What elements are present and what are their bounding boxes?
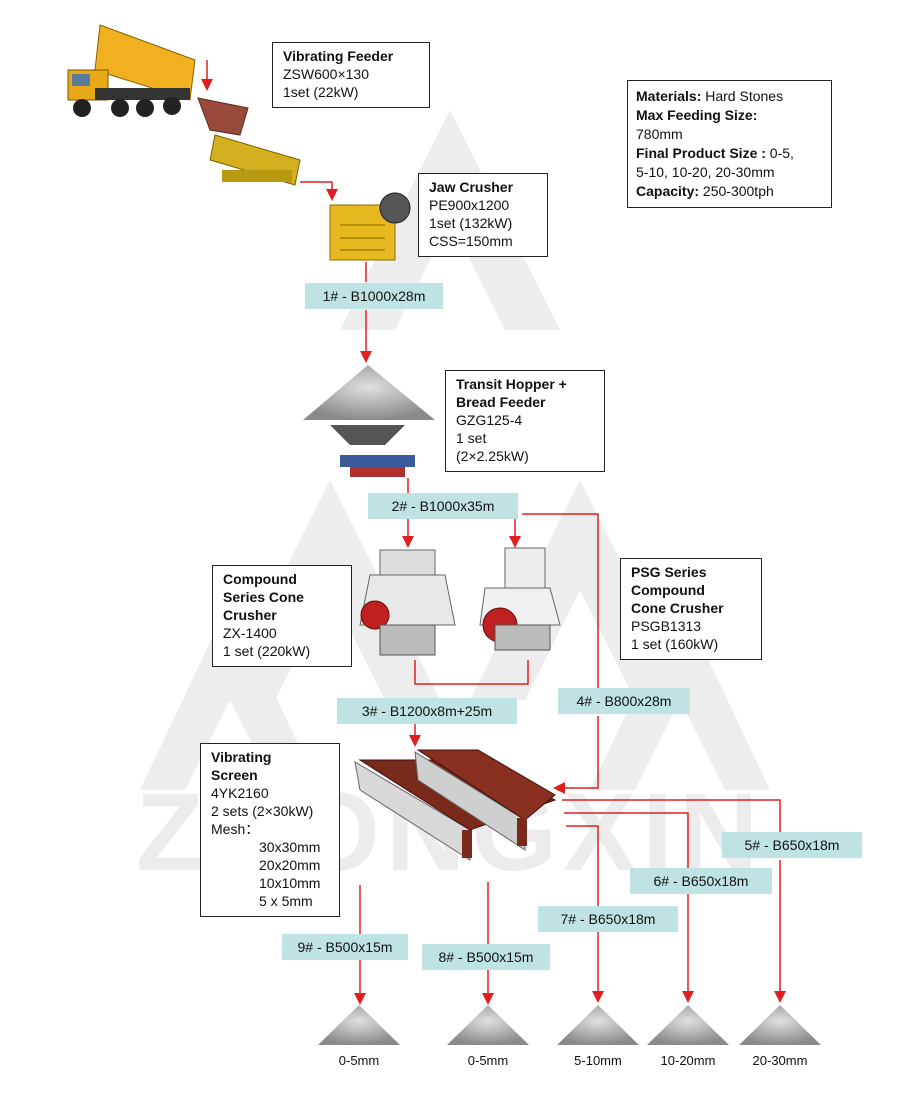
box-line: ZSW600×130 <box>283 66 369 82</box>
jaw-crusher-drawing <box>329 192 411 261</box>
flow-arrow <box>566 825 604 1003</box>
final-size-value-1: 0-5, <box>765 145 794 161</box>
box-title: Screen <box>211 767 258 783</box>
box-title: Bread Feeder <box>456 394 546 410</box>
box-title: Vibrating <box>211 749 272 765</box>
vibrating-screen-box: Vibrating Screen 4YK2160 2 sets (2×30kW)… <box>200 743 340 917</box>
box-line: (2×2.25kW) <box>456 448 529 464</box>
vibrating-screen-drawing <box>354 749 557 861</box>
transit-hopper-box: Transit Hopper + Bread Feeder GZG125-4 1… <box>445 370 605 472</box>
vibrating-feeder-drawing <box>197 97 301 186</box>
transit-hopper-drawing <box>303 365 435 477</box>
product-label: 0-5mm <box>338 1053 380 1068</box>
psg-cone-crusher-box: PSG Series Compound Cone Crusher PSGB131… <box>620 558 762 660</box>
mesh-size: 20x20mm <box>259 857 321 873</box>
box-title: Compound <box>631 582 705 598</box>
product-pile <box>447 1005 529 1045</box>
box-title: Compound <box>223 571 297 587</box>
jaw-crusher-box: Jaw Crusher PE900x1200 1set (132kW) CSS=… <box>418 173 548 257</box>
product-label: 0-5mm <box>467 1053 509 1068</box>
dump-truck <box>67 24 196 117</box>
box-title: Crusher <box>223 607 277 623</box>
psg-cone-crusher-drawing <box>479 547 561 651</box>
belt-label-8: 8# - B500x15m <box>422 944 550 970</box>
box-line: 1 set (220kW) <box>223 643 311 659</box>
flow-line <box>414 660 529 685</box>
belt-label-5: 5# - B650x18m <box>722 832 862 858</box>
box-title: PSG Series <box>631 564 707 580</box>
box-line: ZX-1400 <box>223 625 277 641</box>
product-label: 20-30mm <box>752 1053 808 1068</box>
product-pile <box>557 1005 639 1045</box>
box-title: Transit Hopper + <box>456 376 567 392</box>
box-line: CSS=150mm <box>429 233 513 249</box>
product-pile <box>647 1005 729 1045</box>
belt-label-2: 2# - B1000x35m <box>368 493 518 519</box>
belt-label-3: 3# - B1200x8m+25m <box>337 698 517 724</box>
outlet-line <box>562 799 781 832</box>
box-line: 1set (22kW) <box>283 84 359 100</box>
final-size-label: Final Product Size : <box>636 145 766 161</box>
belt-label-9: 9# - B500x15m <box>282 934 408 960</box>
product-pile <box>318 1005 400 1045</box>
belt-label-1: 1# - B1000x28m <box>305 283 443 309</box>
box-line: 1 set (160kW) <box>631 636 719 652</box>
box-title: Jaw Crusher <box>429 179 514 195</box>
capacity-label: Capacity: <box>636 183 700 199</box>
mesh-size: 10x10mm <box>259 875 321 891</box>
product-label: 5-10mm <box>574 1053 622 1068</box>
belt-label-4: 4# - B800x28m <box>558 688 690 714</box>
box-title: Series Cone <box>223 589 304 605</box>
feed-size-value: 780mm <box>636 126 683 142</box>
materials-value: Hard Stones <box>701 88 784 104</box>
mesh-size: 30x30mm <box>259 839 321 855</box>
compound-cone-crusher-drawing <box>359 549 456 656</box>
process-spec-box: Materials: Hard Stones Max Feeding Size:… <box>627 80 832 208</box>
return-line <box>522 513 599 688</box>
flow-arrow <box>300 181 338 201</box>
flow-arrow <box>564 812 694 1003</box>
box-line: PE900x1200 <box>429 197 510 213</box>
box-line: GZG125-4 <box>456 412 523 428</box>
belt-label-6: 6# - B650x18m <box>630 868 772 894</box>
box-line: 2 sets (2×30kW) <box>211 803 314 819</box>
flow-arrow <box>553 716 599 794</box>
box-line: 1 set <box>456 430 487 446</box>
final-size-value-2: 5-10, 10-20, 20-30mm <box>636 164 775 180</box>
box-line: PSGB1313 <box>631 618 702 634</box>
vibrating-feeder-box: Vibrating Feeder ZSW600×130 1set (22kW) <box>272 42 430 108</box>
materials-label: Materials: <box>636 88 702 104</box>
mesh-size: 5 x 5mm <box>259 893 313 909</box>
box-title: Cone Crusher <box>631 600 724 616</box>
box-title: Vibrating Feeder <box>283 48 394 64</box>
box-line: 1set (132kW) <box>429 215 513 231</box>
box-line: Mesh： <box>211 821 260 837</box>
product-pile <box>739 1005 821 1045</box>
compound-cone-crusher-box: Compound Series Cone Crusher ZX-1400 1 s… <box>212 565 352 667</box>
feed-size-label: Max Feeding Size: <box>636 107 758 123</box>
box-line: 4YK2160 <box>211 785 269 801</box>
product-label: 10-20mm <box>660 1053 716 1068</box>
belt-label-7: 7# - B650x18m <box>538 906 678 932</box>
capacity-value: 250-300tph <box>699 183 774 199</box>
